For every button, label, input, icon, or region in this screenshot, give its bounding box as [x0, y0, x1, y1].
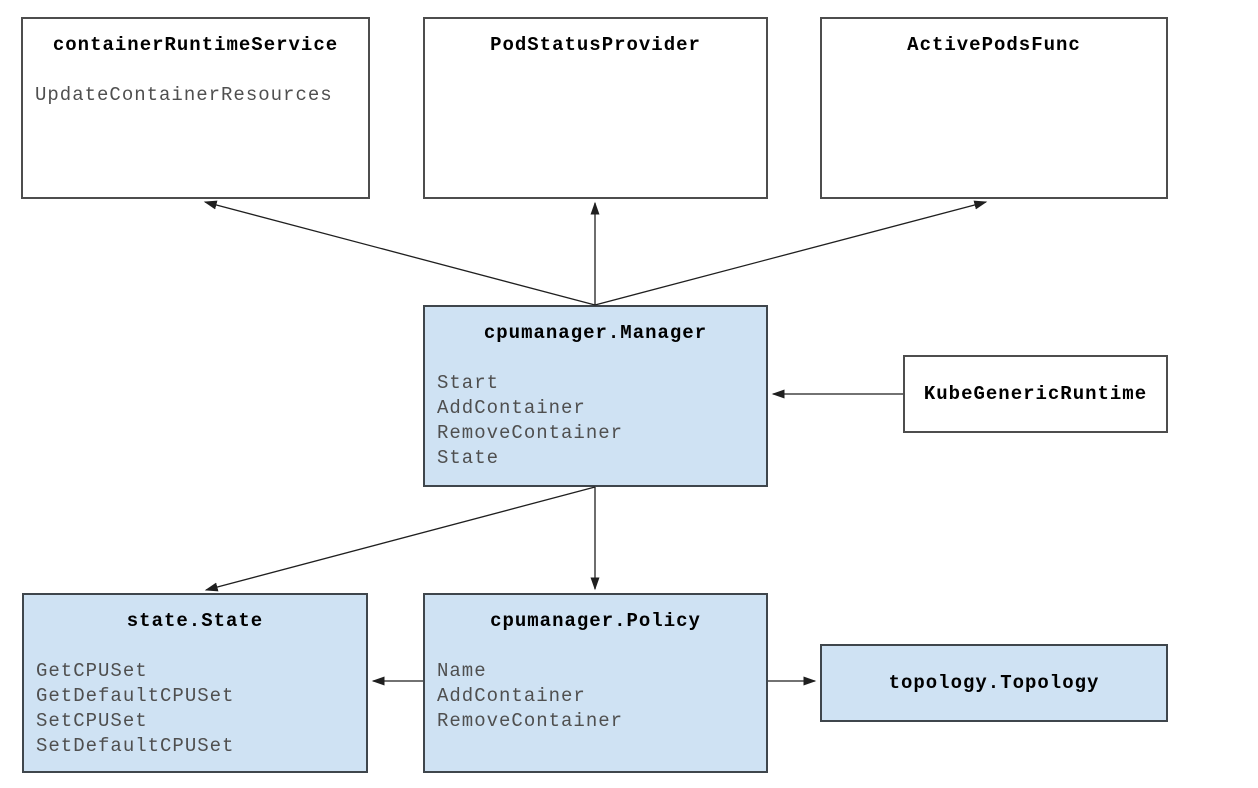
- method-item: Name: [437, 660, 487, 682]
- node-title: cpumanager.Manager: [483, 322, 708, 344]
- node-title: KubeGenericRuntime: [923, 382, 1148, 405]
- method-item: RemoveContainer: [437, 422, 624, 444]
- node-active-pods-func: ActivePodsFunc: [820, 17, 1168, 199]
- method-item: RemoveContainer: [437, 710, 624, 732]
- node-state-state: state.State GetCPUSet GetDefaultCPUSet S…: [22, 593, 368, 773]
- node-title: state.State: [126, 610, 264, 632]
- method-item: AddContainer: [437, 685, 586, 707]
- method-item: GetDefaultCPUSet: [36, 685, 235, 707]
- node-method-list: Name AddContainer RemoveContainer: [425, 634, 766, 734]
- edge-cpumanager-manager-to-container-runtime-service: [203, 200, 596, 306]
- method-item: SetCPUSet: [36, 710, 148, 732]
- node-container-runtime-service: containerRuntimeService UpdateContainerR…: [21, 17, 370, 199]
- node-title: topology.Topology: [888, 671, 1100, 694]
- method-item: State: [437, 447, 500, 469]
- node-kube-generic-runtime: KubeGenericRuntime: [903, 355, 1168, 433]
- method-item: GetCPUSet: [36, 660, 148, 682]
- node-method-list: GetCPUSet GetDefaultCPUSet SetCPUSet Set…: [24, 634, 366, 759]
- node-title: containerRuntimeService: [52, 34, 339, 56]
- edge-cpumanager-manager-to-active-pods-func: [594, 200, 988, 306]
- node-title: PodStatusProvider: [490, 34, 701, 56]
- method-item: Start: [437, 372, 500, 394]
- node-title: ActivePodsFunc: [907, 34, 1081, 56]
- method-item: UpdateContainerResources: [35, 84, 333, 106]
- node-pod-status-provider: PodStatusProvider: [423, 17, 768, 199]
- node-cpumanager-manager: cpumanager.Manager Start AddContainer Re…: [423, 305, 768, 487]
- edge-cpumanager-manager-to-state-state: [204, 486, 596, 592]
- node-method-list: UpdateContainerResources: [23, 58, 368, 108]
- method-item: SetDefaultCPUSet: [36, 735, 235, 757]
- node-method-list: Start AddContainer RemoveContainer State: [425, 346, 766, 471]
- method-item: AddContainer: [437, 397, 586, 419]
- node-topology-topology: topology.Topology: [820, 644, 1168, 722]
- node-title: cpumanager.Policy: [490, 610, 701, 632]
- node-cpumanager-policy: cpumanager.Policy Name AddContainer Remo…: [423, 593, 768, 773]
